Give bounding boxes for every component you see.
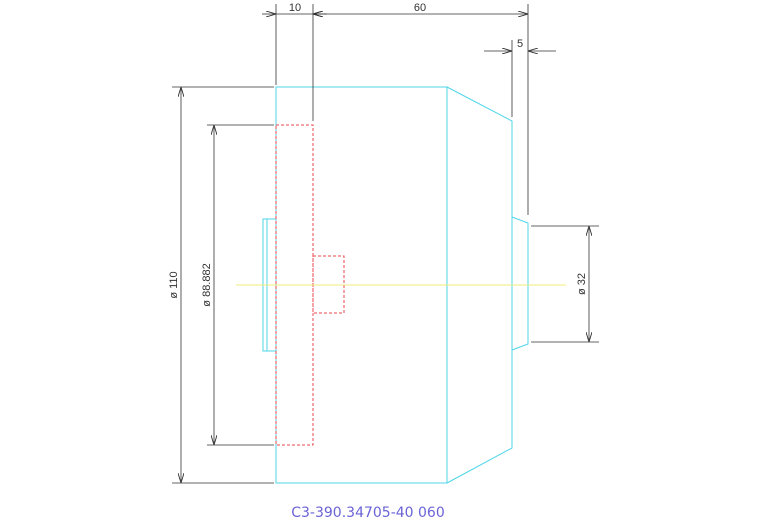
part-number-caption: C3-390.34705-40 060 <box>291 505 444 521</box>
dim-text-32: ø 32 <box>576 273 588 295</box>
dim-text-60: 60 <box>414 2 426 14</box>
dim-text-10: 10 <box>289 2 301 14</box>
dimension-lines <box>172 4 599 484</box>
dim-text-5: 5 <box>517 38 523 50</box>
taper-section <box>446 86 529 484</box>
dim-text-110: ø 110 <box>168 271 180 298</box>
dim-text-88: ø 88.882 <box>201 263 213 306</box>
